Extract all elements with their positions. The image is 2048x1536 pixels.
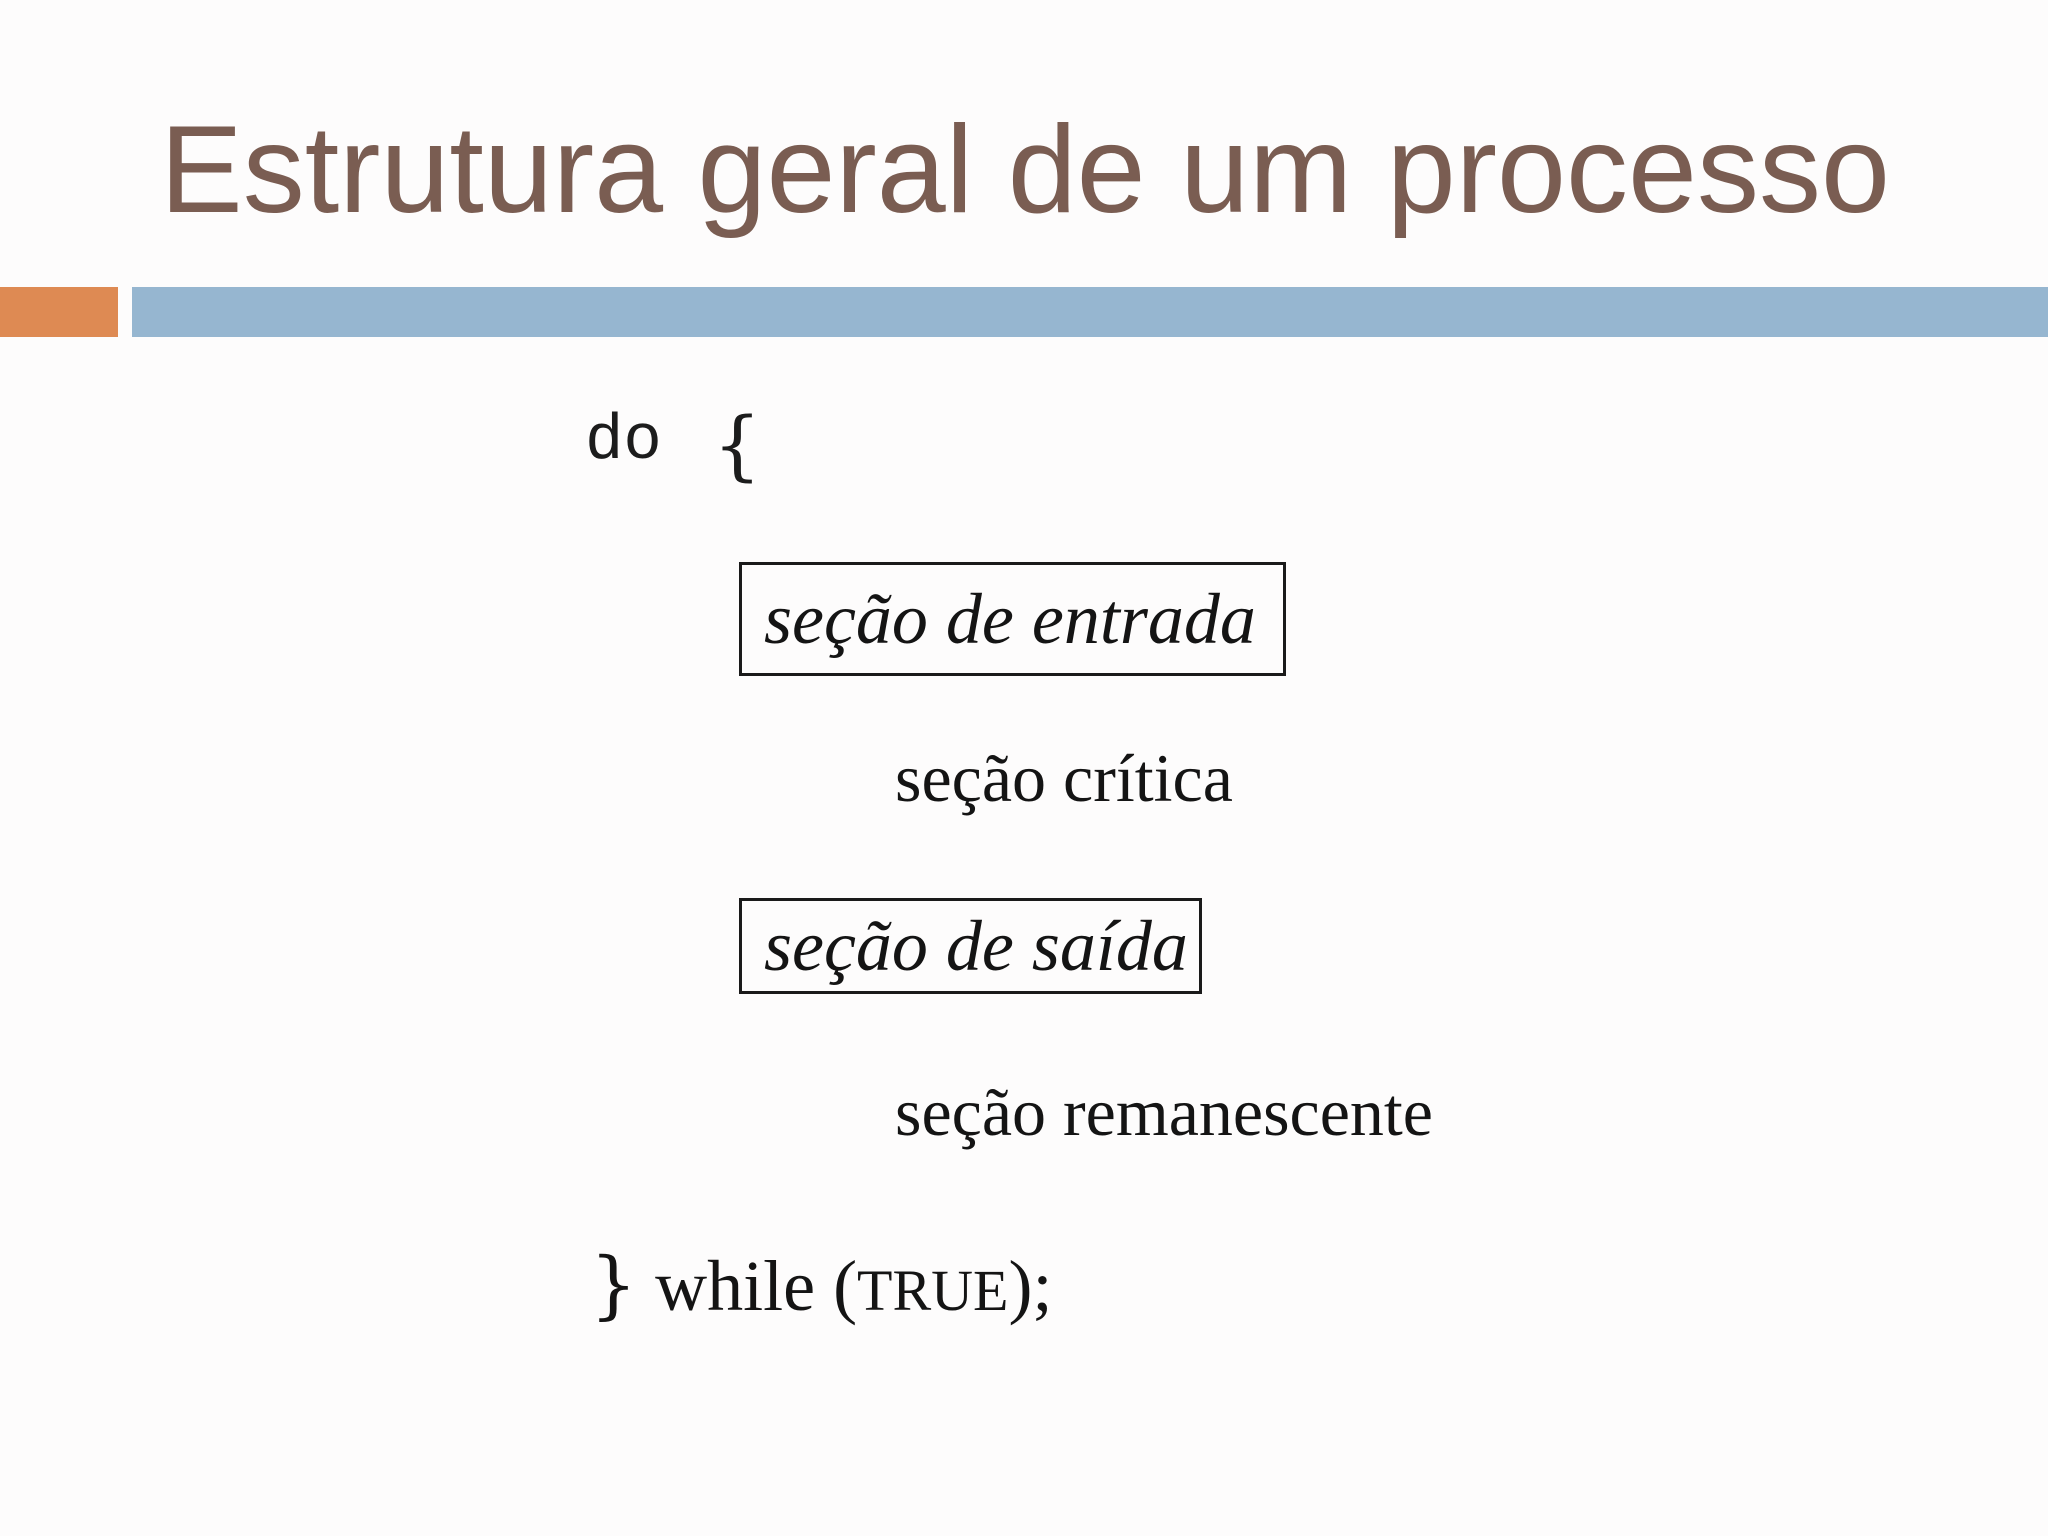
paren-close-semicolon: ); — [1008, 1246, 1053, 1326]
entry-section-label: seção de entrada — [764, 578, 1256, 659]
open-brace: { — [713, 400, 762, 489]
exit-section-box: seção de saída — [739, 898, 1202, 994]
exit-section-label: seção de saída — [764, 905, 1188, 986]
entry-section-box: seção de entrada — [739, 562, 1286, 676]
close-brace: } — [590, 1242, 638, 1328]
title-rule-bar — [132, 287, 2048, 337]
while-keyword: while — [655, 1246, 816, 1326]
true-keyword: TRUE — [857, 1258, 1009, 1323]
critical-section-label: seção crítica — [895, 740, 1233, 816]
remainder-section-label: seção remanescente — [895, 1074, 1433, 1150]
paren-open: ( — [833, 1246, 858, 1326]
while-statement: } while (TRUE); — [590, 1240, 1052, 1336]
slide-title: Estrutura geral de um processo — [160, 101, 1890, 239]
do-keyword: do — [585, 406, 662, 478]
title-accent-bar — [0, 287, 118, 337]
